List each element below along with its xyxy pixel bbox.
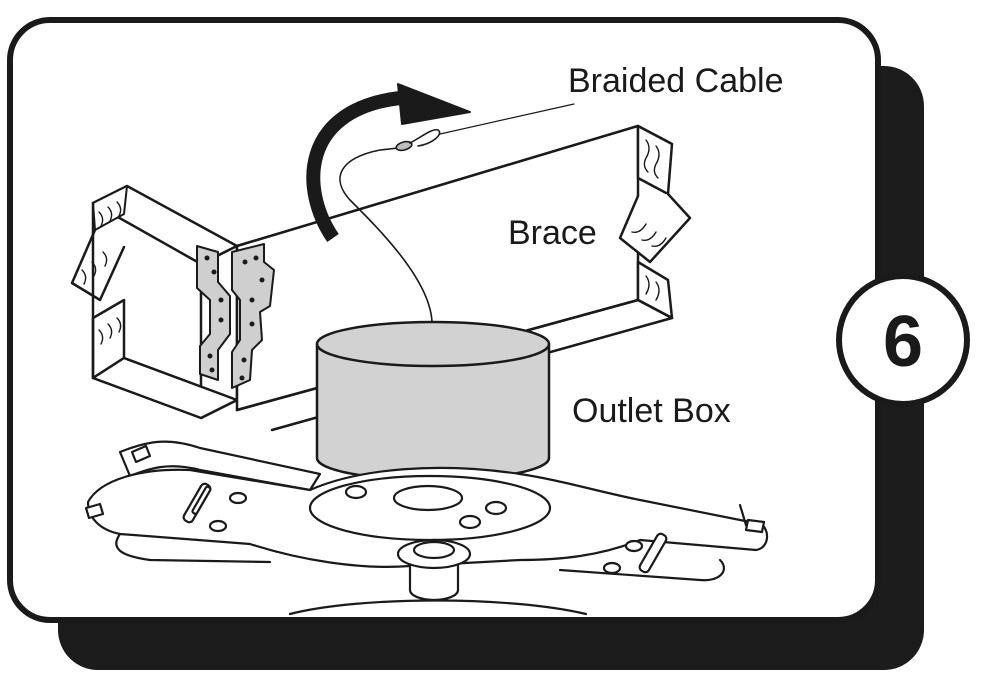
metal-joist-hanger (196, 243, 275, 389)
illustration (70, 83, 769, 616)
brace-label: Brace (508, 214, 597, 252)
curved-arrow-icon (306, 83, 471, 242)
brace-lower-grain (645, 275, 660, 301)
joist-end (92, 185, 128, 231)
brace-break (618, 192, 692, 264)
braided-cable-leader (439, 103, 575, 135)
outlet-box (315, 320, 551, 482)
outlet-box-label: Outlet Box (572, 392, 731, 430)
joist-wood-grain (98, 201, 122, 227)
brace-end-grain (643, 139, 660, 179)
step-badge: 6 (836, 273, 970, 407)
braided-cable (339, 128, 441, 323)
joist-lower-grain (98, 317, 122, 345)
mounting-bracket (84, 440, 769, 616)
step-number: 6 (883, 302, 923, 382)
brace-break-grain (631, 223, 667, 248)
braided-cable-label: Braided Cable (568, 62, 783, 100)
